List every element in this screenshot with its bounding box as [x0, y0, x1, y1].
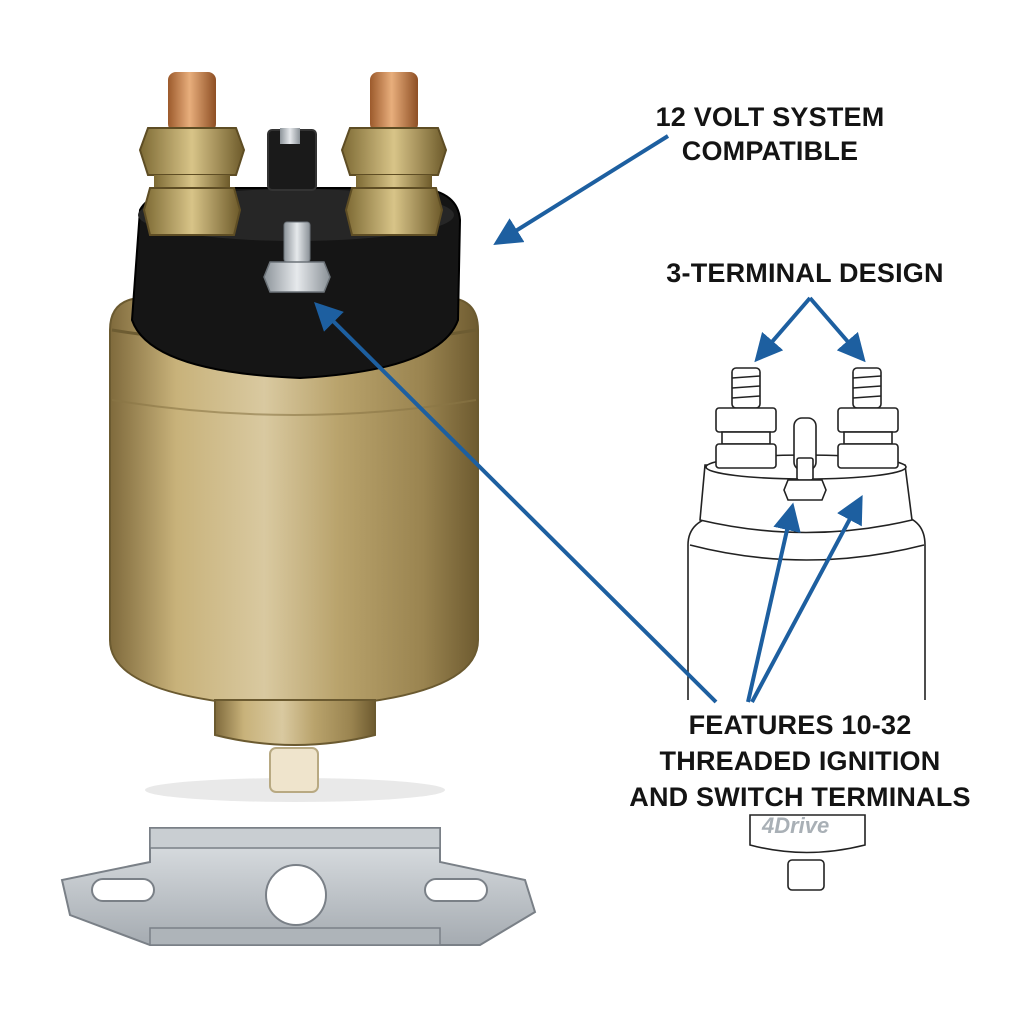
arrow-terminal-right — [808, 296, 866, 363]
mounting-bracket — [60, 827, 537, 946]
terminal-design-callout: 3-TERMINAL DESIGN — [640, 256, 970, 290]
solenoid-line-diagram — [687, 367, 926, 891]
callout-arrows — [314, 134, 866, 704]
voltage-callout-line-1: 12 VOLT SYSTEM — [655, 102, 885, 132]
voltage-callout: 12 VOLT SYSTEM COMPATIBLE — [580, 100, 960, 168]
terminal-design-title: 3-TERMINAL DESIGN — [666, 258, 944, 288]
arrow-ignition-photo — [314, 302, 718, 704]
features-callout-line-1: FEATURES 10-32 — [688, 710, 912, 740]
voltage-callout-line-2: COMPATIBLE — [681, 136, 859, 166]
arrow-voltage — [493, 134, 670, 245]
arrow-ignition-diagram — [746, 502, 801, 703]
arrow-terminal-left — [754, 296, 812, 363]
features-callout-line-2: THREADED IGNITION — [659, 746, 941, 776]
brand-logo: 4Drive — [762, 813, 830, 838]
features-callout-line-3: AND SWITCH TERMINALS — [629, 782, 971, 812]
arrow-switch-diagram — [750, 495, 863, 703]
features-callout: FEATURES 10-32 THREADED IGNITION AND SWI… — [600, 707, 1000, 815]
solenoid-photo — [109, 72, 479, 802]
